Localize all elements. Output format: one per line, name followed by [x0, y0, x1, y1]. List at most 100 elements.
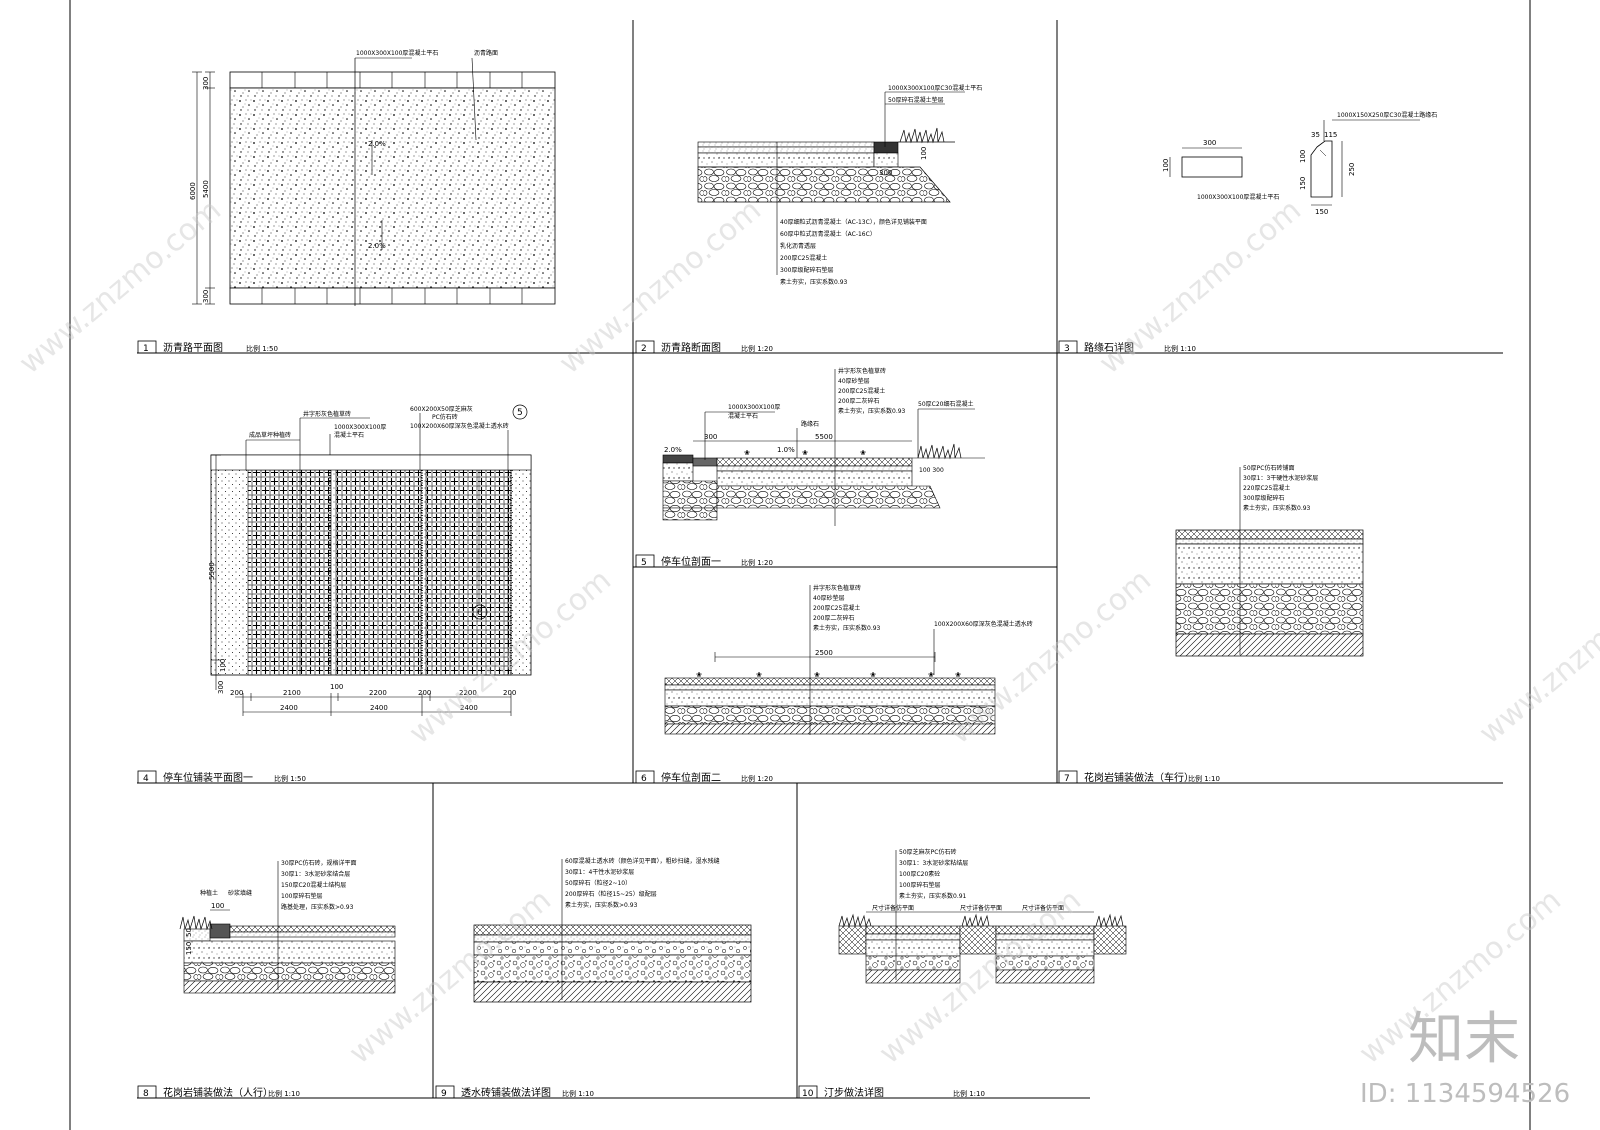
svg-text:100: 100 — [1299, 150, 1307, 163]
panel-8-granite-pedestrian: 30厚PC仿石砖，规格详平面 30厚1：3水泥砂浆结合层 150厚C20混凝土结… — [179, 859, 396, 994]
svg-text:50厚芝麻灰PC仿石砖: 50厚芝麻灰PC仿石砖 — [899, 848, 956, 856]
svg-text:比例 1:10: 比例 1:10 — [1188, 774, 1220, 783]
image-id: ID: 1134594526 — [1360, 1079, 1570, 1109]
svg-text:2400: 2400 — [370, 704, 388, 712]
svg-text:2100: 2100 — [283, 689, 301, 697]
svg-text:2: 2 — [641, 344, 647, 354]
svg-text:花岗岩铺装做法（车行）: 花岗岩铺装做法（车行） — [1084, 771, 1194, 784]
panel-10-stepping-stones: 尺寸详备仿平面 尺寸详备仿平面 尺寸详备仿平面 50厚芝麻灰PC仿石砖 30厚1… — [838, 848, 1127, 984]
svg-text:100: 100 — [219, 659, 227, 672]
svg-text:素土夯实，压实系数>0.93: 素土夯实，压实系数>0.93 — [565, 901, 638, 909]
svg-text:停车位铺装平面图一: 停车位铺装平面图一 — [163, 771, 253, 784]
asphalt-area — [229, 87, 556, 289]
svg-text:混凝土平石: 混凝土平石 — [334, 431, 364, 439]
svg-text:❀: ❀ — [814, 671, 820, 679]
svg-text:2400: 2400 — [460, 704, 478, 712]
svg-text:200厚二灰碎石: 200厚二灰碎石 — [838, 397, 879, 405]
svg-text:❀: ❀ — [802, 449, 808, 457]
panel-7-granite-vehicle: 50厚PC仿石砖铺面 30厚1：3干硬性水泥砂浆层 220厚C25混凝土 300… — [1175, 464, 1364, 657]
svg-text:200厚碎石（粒径15~25）级配层: 200厚碎石（粒径15~25）级配层 — [565, 890, 657, 898]
title-2: 2 沥青路断面图 比例 1:20 — [635, 340, 773, 354]
flat-stone — [873, 141, 899, 154]
svg-text:300: 300 — [217, 681, 225, 694]
svg-text:素土夯实，压实系数0.93: 素土夯实，压实系数0.93 — [813, 624, 881, 632]
layer-labels: 50厚PC仿石砖铺面 30厚1：3干硬性水泥砂浆层 220厚C25混凝土 300… — [1243, 464, 1318, 512]
svg-text:200厚二灰碎石: 200厚二灰碎石 — [813, 614, 854, 622]
layer-labels: 30厚PC仿石砖，规格详平面 30厚1：3水泥砂浆结合层 150厚C20混凝土结… — [281, 859, 356, 911]
panel-4-parking-plan: 井字形灰色植草砖 成品草坪种植砖 1000X300X100厚 混凝土平石 600… — [208, 404, 532, 716]
svg-text:100X200X60厚深灰色混凝土透水砖: 100X200X60厚深灰色混凝土透水砖 — [934, 620, 1033, 628]
svg-text:比例 1:20: 比例 1:20 — [741, 774, 773, 783]
dims-horizontal — [235, 693, 512, 716]
layer-labels: 60厚混凝土透水砖（颜色详见平面），粗砂扫缝，湿水残缝 30厚1：4干性水泥砂浆… — [565, 857, 720, 909]
svg-text:9: 9 — [441, 1089, 447, 1099]
svg-text:100X200X60厚深灰色混凝土透水砖: 100X200X60厚深灰色混凝土透水砖 — [410, 422, 509, 430]
svg-text:素土夯实，压实系数0.91: 素土夯实，压实系数0.91 — [899, 892, 967, 900]
svg-text:路基处理，压实系数>0.93: 路基处理，压实系数>0.93 — [281, 903, 354, 911]
svg-text:150厚C20混凝土结构层: 150厚C20混凝土结构层 — [281, 881, 346, 889]
svg-text:1.0%: 1.0% — [777, 446, 795, 454]
svg-text:30厚1：3水泥砂浆粘结层: 30厚1：3水泥砂浆粘结层 — [899, 859, 968, 867]
svg-text:8: 8 — [143, 1089, 149, 1099]
panel-1-asphalt-plan: 1000X300X100厚混凝土平石 沥青路面 2.0% 2.0% 300 54… — [189, 49, 556, 306]
svg-text:www.znzmo.com: www.znzmo.com — [1473, 563, 1600, 752]
svg-text:300厚级配碎石: 300厚级配碎石 — [1243, 494, 1284, 502]
svg-text:220厚C25混凝土: 220厚C25混凝土 — [1243, 484, 1290, 492]
svg-text:路缘石详图: 路缘石详图 — [1084, 341, 1134, 354]
svg-text:尺寸详备仿平面: 尺寸详备仿平面 — [872, 904, 914, 912]
svg-text:100: 100 — [211, 902, 224, 910]
svg-text:停车位剖面一: 停车位剖面一 — [661, 555, 721, 568]
grass-paver-bay — [335, 469, 422, 676]
svg-text:200厚C25混凝土: 200厚C25混凝土 — [780, 254, 827, 262]
curbstone-profile — [1310, 140, 1333, 198]
svg-text:沥青路断面图: 沥青路断面图 — [661, 341, 721, 354]
svg-text:150: 150 — [1299, 177, 1307, 190]
curb-ticks-top — [261, 72, 523, 88]
note-curb: 1000X300X100厚C30混凝土平石 — [888, 84, 982, 92]
svg-text:30厚PC仿石砖，规格详平面: 30厚PC仿石砖，规格详平面 — [281, 859, 356, 867]
svg-text:30厚1：3水泥砂浆结合层: 30厚1：3水泥砂浆结合层 — [281, 870, 350, 878]
svg-text:100: 100 — [330, 683, 343, 691]
svg-text:30厚1：4干性水泥砂浆层: 30厚1：4干性水泥砂浆层 — [565, 868, 634, 876]
svg-text:花岗岩铺装做法（人行）: 花岗岩铺装做法（人行） — [163, 1086, 273, 1099]
svg-text:素土夯实，压实系数0.93: 素土夯实，压实系数0.93 — [838, 407, 906, 415]
svg-text:40厚砂垫层: 40厚砂垫层 — [813, 594, 845, 602]
svg-text:5500: 5500 — [208, 562, 216, 580]
svg-text:60厚混凝土透水砖（颜色详见平面），粗砂扫缝，湿水残缝: 60厚混凝土透水砖（颜色详见平面），粗砂扫缝，湿水残缝 — [565, 857, 720, 865]
dim-5400: 5400 — [202, 180, 210, 198]
svg-text:30厚1：3干硬性水泥砂浆层: 30厚1：3干硬性水泥砂浆层 — [1243, 474, 1318, 482]
svg-text:1000X300X100厚: 1000X300X100厚 — [728, 404, 780, 411]
panel-3-curb-detail: 300 100 1000X300X100厚混凝土平石 1000X150X250厚… — [1162, 111, 1437, 216]
svg-text:200: 200 — [503, 689, 516, 697]
svg-text:300: 300 — [704, 433, 717, 441]
svg-text:砂浆填缝: 砂浆填缝 — [228, 889, 252, 897]
note-bed: 50厚碎石混凝土垫层 — [888, 96, 944, 104]
svg-text:比例 1:10: 比例 1:10 — [953, 1089, 985, 1098]
svg-text:比例 1:20: 比例 1:20 — [741, 558, 773, 567]
svg-text:40厚细粒式沥青混凝土（AC-13C），颜色详见铺装平面: 40厚细粒式沥青混凝土（AC-13C），颜色详见铺装平面 — [780, 218, 927, 226]
svg-text:❀: ❀ — [870, 671, 876, 679]
curb-ticks-bottom — [261, 288, 523, 304]
svg-text:混凝土平石: 混凝土平石 — [728, 412, 758, 420]
svg-text:比例 1:20: 比例 1:20 — [741, 344, 773, 353]
svg-text:1: 1 — [143, 344, 149, 354]
svg-text:素土夯实，压实系数0.93: 素土夯实，压实系数0.93 — [780, 278, 848, 286]
svg-text:井字形灰色植草砖: 井字形灰色植草砖 — [813, 584, 861, 592]
svg-text:150: 150 — [1315, 208, 1328, 216]
svg-text:2400: 2400 — [280, 704, 298, 712]
section-callout — [512, 404, 528, 420]
svg-text:比例 1:10: 比例 1:10 — [268, 1089, 300, 1098]
dim-300: 300 — [202, 290, 210, 303]
svg-text:1000X300X100厚: 1000X300X100厚 — [334, 424, 386, 431]
dim-300: 300 — [202, 77, 210, 90]
svg-text:50厚碎石（粒径2~10）: 50厚碎石（粒径2~10） — [565, 879, 631, 887]
svg-text:5: 5 — [517, 408, 523, 418]
svg-text:100厚碎石垫层: 100厚碎石垫层 — [281, 892, 322, 900]
svg-text:2200: 2200 — [459, 689, 477, 697]
svg-text:200厚C25混凝土: 200厚C25混凝土 — [813, 604, 860, 612]
svg-text:比例 1:50: 比例 1:50 — [246, 344, 278, 353]
svg-text:透水砖铺装做法详图: 透水砖铺装做法详图 — [461, 1086, 551, 1099]
